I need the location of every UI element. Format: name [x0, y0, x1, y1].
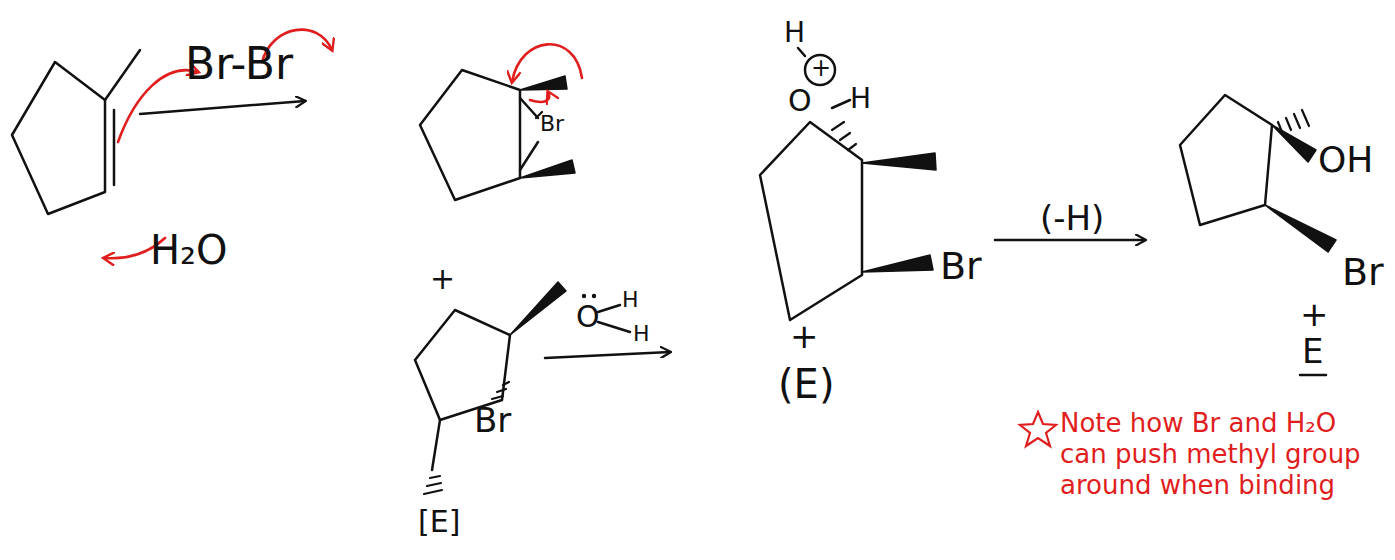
- chem-label: Br-Br: [185, 40, 293, 88]
- chem-label: H: [633, 322, 650, 346]
- chem-label: H: [622, 288, 639, 312]
- chem-label: H₂O: [150, 228, 228, 272]
- chem-label: Br: [940, 246, 982, 288]
- chem-label: Br: [540, 112, 564, 136]
- note-text: Note how Br and H₂O can push methyl grou…: [1060, 408, 1380, 502]
- chem-label: Br: [474, 402, 511, 439]
- chem-label: Br: [1342, 252, 1384, 294]
- chem-label: +: [1300, 296, 1329, 333]
- chem-label: [E]: [418, 505, 460, 538]
- chem-label: (E): [778, 362, 834, 406]
- chem-label: (-H): [1040, 200, 1104, 237]
- chem-label: O: [576, 300, 600, 333]
- chem-label: +: [430, 262, 455, 295]
- chem-label: +: [790, 318, 819, 355]
- chem-label: H: [784, 18, 805, 49]
- chem-label: O: [788, 84, 812, 117]
- chem-label: E: [1302, 333, 1323, 370]
- chem-label: OH: [1318, 140, 1373, 180]
- chem-label: H: [850, 84, 871, 115]
- chem-label: +: [811, 55, 831, 81]
